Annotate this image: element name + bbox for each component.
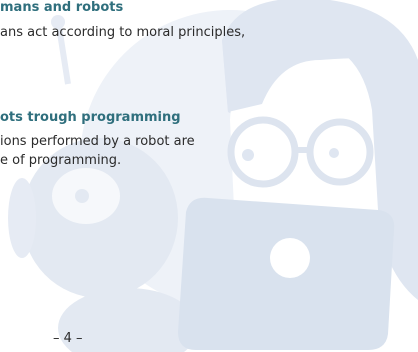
section-text-line: ans act according to moral principles, [0, 25, 246, 40]
page-number: – 4 – [53, 331, 83, 346]
girl-figure [222, 0, 418, 300]
section-heading-robots-through-programming: ots trough programming [0, 110, 181, 125]
robot-figure [8, 15, 198, 352]
laptop [178, 197, 395, 350]
section-text-line: e of programming. [0, 153, 122, 168]
section-heading-humans-and-robots: mans and robots [0, 0, 124, 15]
section-text-line: ions performed by a robot are [0, 134, 195, 149]
